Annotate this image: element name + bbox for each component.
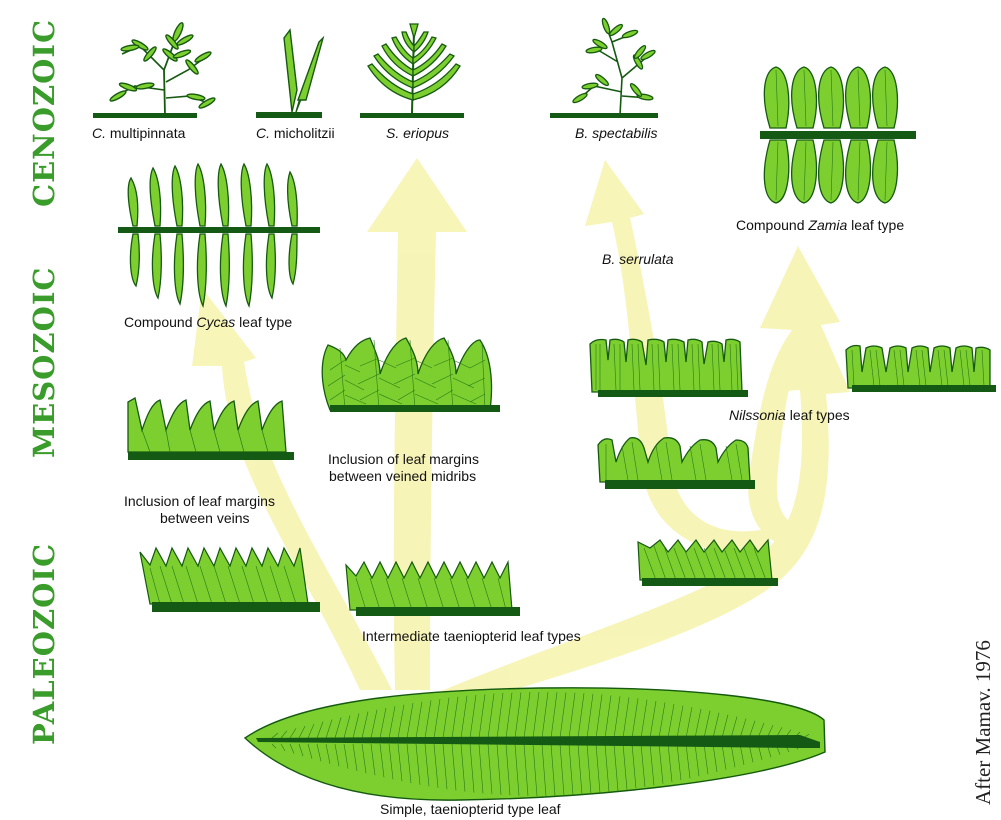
leaf-compound-cycas [118,164,320,306]
label-s-eriopus: S. eriopus [386,125,449,141]
leaf-nilssonia-top [590,339,748,397]
leaf-nilssonia-lower [598,438,755,489]
leaf-margins-between-veined-midribs [322,338,500,412]
label-b-serrulata: B. serrulata [602,251,674,267]
label-simple-taeniopterid: Simple, taeniopterid type leaf [380,801,561,817]
leaf-c-micholitzii [256,30,323,118]
era-label-paleozoic: PALEOZOIC [27,543,61,745]
label-c-multipinnata: C. multipinnata [92,125,186,141]
label-b-spectabilis: B. spectabilis [575,125,657,141]
arrow-to-b-spectabilis [748,246,840,545]
label-margins-between-midribs-1: Inclusion of leaf margins [328,451,479,467]
label-nilssonia-leaf-types: Nilssonia leaf types [729,407,850,423]
label-c-micholitzii: C. micholitzii [256,125,335,141]
era-label-mesozoic: MESOZOIC [27,267,61,459]
leaf-intermediate-middle [346,562,520,616]
leaf-c-multipinnata [93,22,216,118]
leaf-b-spectabilis [550,18,658,118]
leaf-compound-zamia [760,67,916,203]
label-compound-cycas: Compound Cycas leaf type [124,314,292,330]
leaf-margins-between-veins [128,398,294,460]
leaf-s-eriopus [360,24,464,118]
leaf-nilssonia-right [846,346,996,393]
label-margins-between-veins-1: Inclusion of leaf margins [124,493,275,509]
leaf-simple-taeniopterid [245,688,825,800]
label-intermediate-taeniopterid: Intermediate taeniopterid leaf types [362,628,581,644]
label-margins-between-veins-2: between veins [160,510,250,526]
credit-after-mamav: After Mamav. 1976 [971,640,995,805]
label-margins-between-midribs-2: between veined midribs [329,468,476,484]
era-label-cenozoic: CENOZOIC [27,19,61,207]
label-compound-zamia: Compound Zamia leaf type [736,217,904,233]
